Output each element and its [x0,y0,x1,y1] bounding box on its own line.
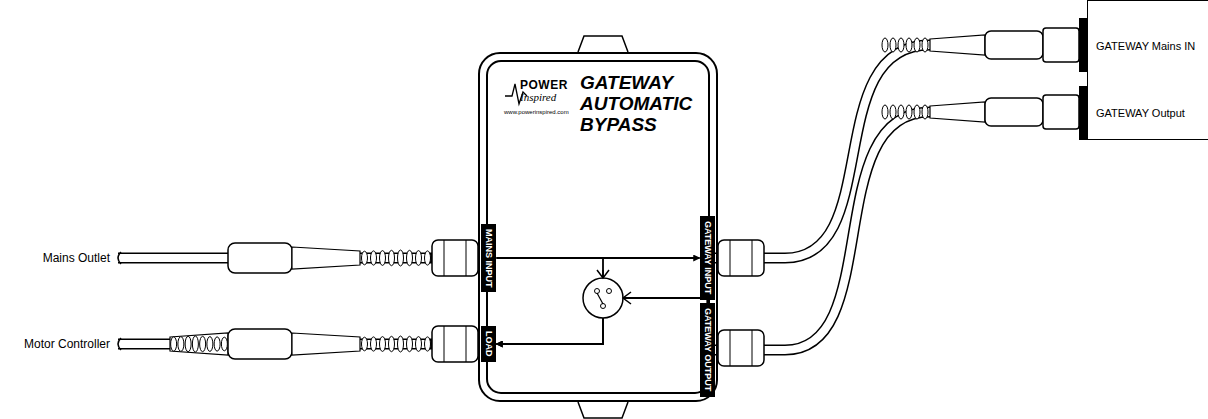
rib [371,337,377,351]
port-text: GATEWAY INPUT [703,221,713,294]
power-path [496,298,707,344]
connector [715,45,1087,258]
port-text: MAINS INPUT [484,229,494,288]
rib [407,250,413,265]
rib [178,337,184,352]
rib [221,337,227,351]
connector [496,298,707,344]
socket-bar [1079,86,1087,140]
rib [425,337,431,351]
motor-cable [116,329,432,359]
rib [407,336,413,351]
cable-core [715,112,1087,350]
inner-panel [487,61,709,393]
rib [914,38,920,52]
rib [200,336,206,351]
device-box: GATEWAY Mains IN GATEWAY Output [1087,0,1208,140]
rib [380,337,386,352]
socket-label: GATEWAY Mains IN [1096,40,1195,52]
rib [914,105,920,119]
rib [214,337,220,351]
rib [922,38,928,52]
brand-tagline: Inspired [520,91,556,103]
connector [715,112,1087,350]
port-label: LOAD [481,326,496,362]
brand-url: www.powerinspired.com [504,109,569,115]
product-title: GATEWAY AUTOMATIC BYPASS [580,72,692,135]
cable-label: Motor Controller [24,337,110,351]
rib [380,251,386,266]
rib [416,337,422,352]
rib [389,250,395,265]
mount-tab [578,402,628,418]
port-label: MAINS INPUT [481,224,496,293]
enclosure-box: GATEWAY AUTOMATIC BYPASS POWERInspired www… [478,52,718,402]
cable-core [715,45,1087,258]
cable-label: Mains Outlet [43,251,110,265]
transfer-switch [583,270,633,318]
rib [882,38,888,52]
mains-cable [116,243,432,273]
port-label: GATEWAY INPUT [700,216,715,299]
port-text: GATEWAY OUTPUT [703,308,713,391]
cable-outline [715,45,1087,258]
rib [362,337,368,351]
rib [398,250,404,266]
rib [389,336,395,351]
brand-name: POWER [520,78,568,92]
port-text: LOAD [484,331,494,357]
rib [207,337,213,352]
rib [890,105,896,119]
rib [906,38,912,52]
rib [398,336,404,352]
mount-tab [578,36,628,52]
rib [425,251,431,265]
rib [882,105,888,119]
socket-label: GATEWAY Output [1096,107,1185,119]
rib [898,105,904,119]
rib [906,105,912,119]
port-label: GATEWAY OUTPUT [700,303,715,396]
strain-relief [171,38,928,352]
rib [890,38,896,52]
cable-outline [715,112,1087,350]
rib [898,38,904,52]
socket-bar [1079,18,1087,72]
rib [192,336,198,352]
rib [185,336,191,351]
rib [416,251,422,266]
rib [362,251,368,265]
rib [922,105,928,119]
iec-plug [930,28,1079,129]
rib [371,251,377,265]
rib [171,337,177,351]
